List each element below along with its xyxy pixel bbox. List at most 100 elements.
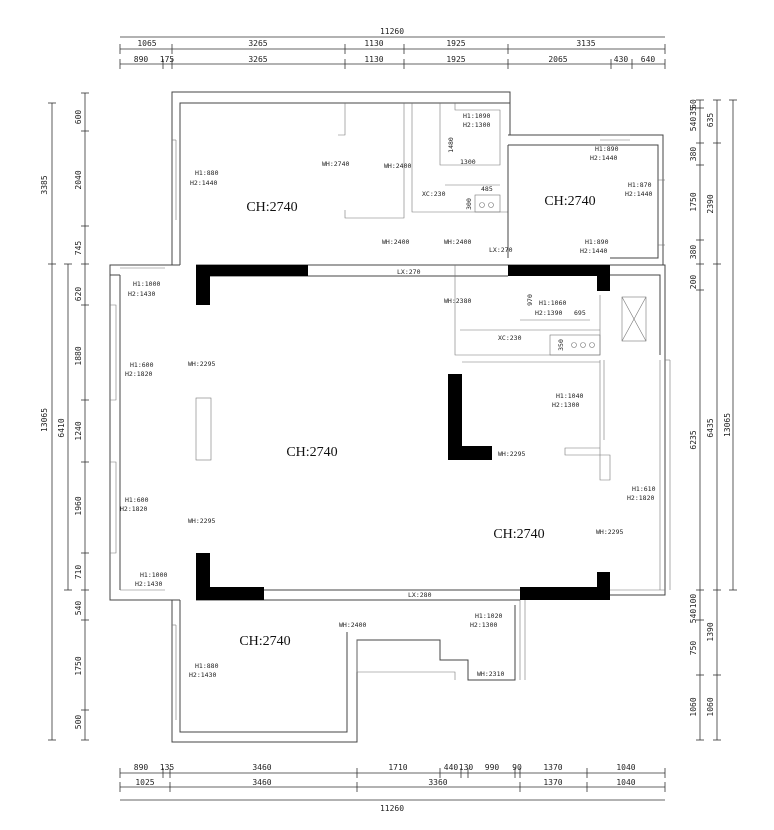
bottom-row1-dim: 90: [512, 763, 522, 772]
note: H1:890: [585, 238, 609, 246]
note: LX:280: [408, 591, 432, 599]
note: H2:1820: [120, 505, 147, 513]
note: H1:600: [130, 361, 154, 369]
left-inner-dim: 1960: [74, 496, 83, 515]
note: H1:1060: [539, 299, 566, 307]
room-labels: CH:2740 CH:2740 CH:2740 CH:2740 CH:2740: [239, 194, 595, 649]
top-dimensions: 11260 1065 3265 1130 1925 3135 890 175 3…: [119, 27, 666, 69]
bottom-row2-dim: 1040: [616, 778, 635, 787]
top-row2-dim: 3265: [248, 55, 267, 64]
top-row1-dim: 1065: [137, 39, 156, 48]
note: WH:2310: [477, 670, 504, 678]
note: H2:1390: [535, 309, 562, 317]
note: WH:2295: [188, 517, 215, 525]
bottom-row2-dim: 1025: [135, 778, 154, 787]
note: WH:2400: [382, 238, 409, 246]
note: H1:1000: [140, 571, 167, 579]
bottom-row2-dim: 3460: [252, 778, 271, 787]
bottom-row1-dim: 130: [459, 763, 474, 772]
left-inner-dim: 1240: [74, 421, 83, 440]
note: H1:1020: [475, 612, 502, 620]
left-dimensions: 3385 13065 6410 600 2040 745 620 1880 12…: [40, 92, 89, 741]
bottom-row1-dim: 1040: [616, 763, 635, 772]
left-inner-dim: 1880: [74, 346, 83, 365]
note: WH:2740: [322, 160, 349, 168]
bottom-row1-dim: 1370: [543, 763, 562, 772]
right-inner-dim: 380: [689, 147, 698, 162]
right-inner-dim: 540: [689, 117, 698, 132]
top-total: 11260: [380, 27, 404, 36]
left-outer-dim: 3385: [40, 175, 49, 194]
note: H2:1820: [627, 494, 654, 502]
left-inner-dim: 600: [74, 110, 83, 125]
note: H1:1090: [463, 112, 490, 120]
left-inner-dim: 710: [74, 565, 83, 580]
note: WH:2400: [384, 162, 411, 170]
note: H2:1430: [189, 671, 216, 679]
note: 350: [557, 339, 565, 351]
room-label: CH:2740: [544, 194, 595, 209]
right-mid-dim: 635: [706, 113, 715, 128]
right-mid-dim: 6435: [706, 418, 715, 437]
left-inner-dim: 2040: [74, 170, 83, 189]
note: WH:2295: [596, 528, 623, 536]
right-mid-dim: 1390: [706, 622, 715, 641]
right-inner-dim: 200: [689, 275, 698, 290]
note: WH:2400: [444, 238, 471, 246]
note: H2:1440: [625, 190, 652, 198]
bottom-row2-dim: 1370: [543, 778, 562, 787]
note: H2:1300: [470, 621, 497, 629]
right-inner-dim: 380: [689, 245, 698, 260]
note: H2:1430: [128, 290, 155, 298]
bottom-row1-dim: 135: [160, 763, 175, 772]
top-row1-dim: 3135: [576, 39, 595, 48]
top-row2-dim: 430: [614, 55, 629, 64]
top-row2-dim: 640: [641, 55, 656, 64]
note: H2:1820: [125, 370, 152, 378]
note: 695: [574, 309, 586, 317]
note: H2:1430: [135, 580, 162, 588]
note: LX:270: [397, 268, 421, 276]
note: 1480: [447, 137, 455, 153]
note: H2:1300: [552, 401, 579, 409]
note: XC:230: [498, 334, 522, 342]
right-inner-dim: 1060: [689, 697, 698, 716]
left-outer-dim: 13065: [40, 408, 49, 432]
left-inner-dim: 745: [74, 241, 83, 256]
note: LX:270: [489, 246, 513, 254]
note: H1:1000: [133, 280, 160, 288]
right-inner-dim: 1750: [689, 192, 698, 211]
bottom-row1-dim: 3460: [252, 763, 271, 772]
note: XC:230: [422, 190, 446, 198]
bottom-row1-dim: 440: [444, 763, 459, 772]
bottom-row1-dim: 990: [485, 763, 500, 772]
top-row2-dim: 2065: [548, 55, 567, 64]
note: WH:2400: [339, 621, 366, 629]
top-row2-dim: 1925: [446, 55, 465, 64]
note: H1:610: [632, 485, 656, 493]
walls: [109, 91, 671, 743]
room-label: CH:2740: [286, 445, 337, 460]
right-inner-dim: 60: [689, 99, 698, 109]
right-mid-dim: 2390: [706, 194, 715, 213]
annotations: H1:880 H2:1440 WH:2740 WH:2400 H1:1090 H…: [120, 112, 656, 679]
right-inner-dim: 100: [689, 594, 698, 609]
note: H2:1440: [580, 247, 607, 255]
note: H2:1300: [463, 121, 490, 129]
top-row2-dim: 175: [160, 55, 175, 64]
note: H1:1040: [556, 392, 583, 400]
right-inner-dim: 35: [689, 106, 698, 116]
note: 1300: [460, 158, 476, 166]
room-label: CH:2740: [246, 200, 297, 215]
top-row2-dim: 890: [134, 55, 149, 64]
room-label: CH:2740: [239, 634, 290, 649]
note: 485: [481, 185, 493, 193]
right-inner-dim: 6235: [689, 430, 698, 449]
top-row1-dim: 3265: [248, 39, 267, 48]
bottom-row2-dim: 3360: [428, 778, 447, 787]
note: H1:600: [125, 496, 149, 504]
note: H1:880: [195, 169, 219, 177]
right-dimensions: 60 35 540 380 1750 380 200 6235 100 540 …: [689, 99, 737, 741]
note: H1:870: [628, 181, 652, 189]
